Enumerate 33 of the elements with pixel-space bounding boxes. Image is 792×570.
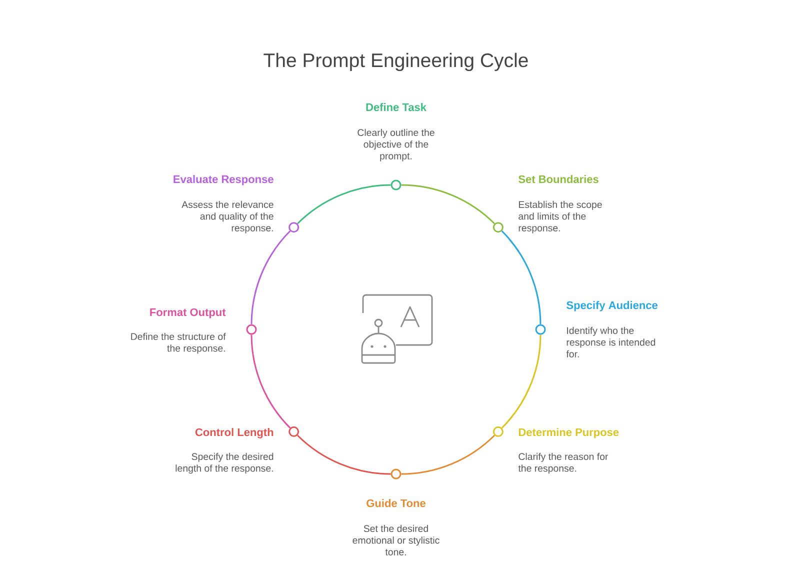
arc-line — [501, 334, 542, 428]
arc-line — [297, 434, 391, 475]
title: The Prompt Engineering Cycle — [264, 52, 528, 72]
step-description: Identify who the response is intended for. — [566, 326, 656, 358]
arc-line — [250, 230, 291, 324]
ring-marker — [390, 468, 402, 480]
ring-marker — [492, 426, 504, 437]
step-description: Clarify the reason for the response. — [518, 452, 608, 474]
step-heading: Define Task — [366, 103, 426, 112]
step-heading: Guide Tone — [366, 499, 426, 508]
ring-marker — [535, 324, 546, 335]
step-description: Define the structure of the response. — [131, 332, 226, 354]
step-description: Clearly outline the objective of the prompt. — [358, 128, 434, 162]
step-heading: Evaluate Response — [174, 175, 274, 186]
step-heading: Specify Audience — [566, 301, 658, 312]
step-description: Assess the relevance and quality of the response. — [182, 200, 274, 234]
ring-marker — [390, 180, 402, 190]
ring-marker — [288, 426, 300, 437]
ring-marker — [246, 324, 257, 335]
arc-line — [250, 334, 291, 428]
step-description: Establish the scope and limits of the response. — [518, 200, 602, 234]
arc-line — [401, 184, 495, 224]
arc-line — [501, 230, 542, 324]
ring-marker — [492, 222, 504, 233]
arc-line — [401, 434, 495, 475]
step-heading: Determine Purpose — [518, 428, 619, 438]
step-heading: Set Boundaries — [518, 175, 598, 184]
step-heading: Format Output — [150, 308, 226, 318]
step-description: Set the desired emotional or stylistic tone. — [352, 524, 440, 556]
ring-marker — [288, 222, 300, 233]
arc-line — [297, 184, 391, 224]
step-description: Specify the desired length of the response. — [176, 452, 274, 474]
step-heading: Control Length — [195, 428, 274, 438]
